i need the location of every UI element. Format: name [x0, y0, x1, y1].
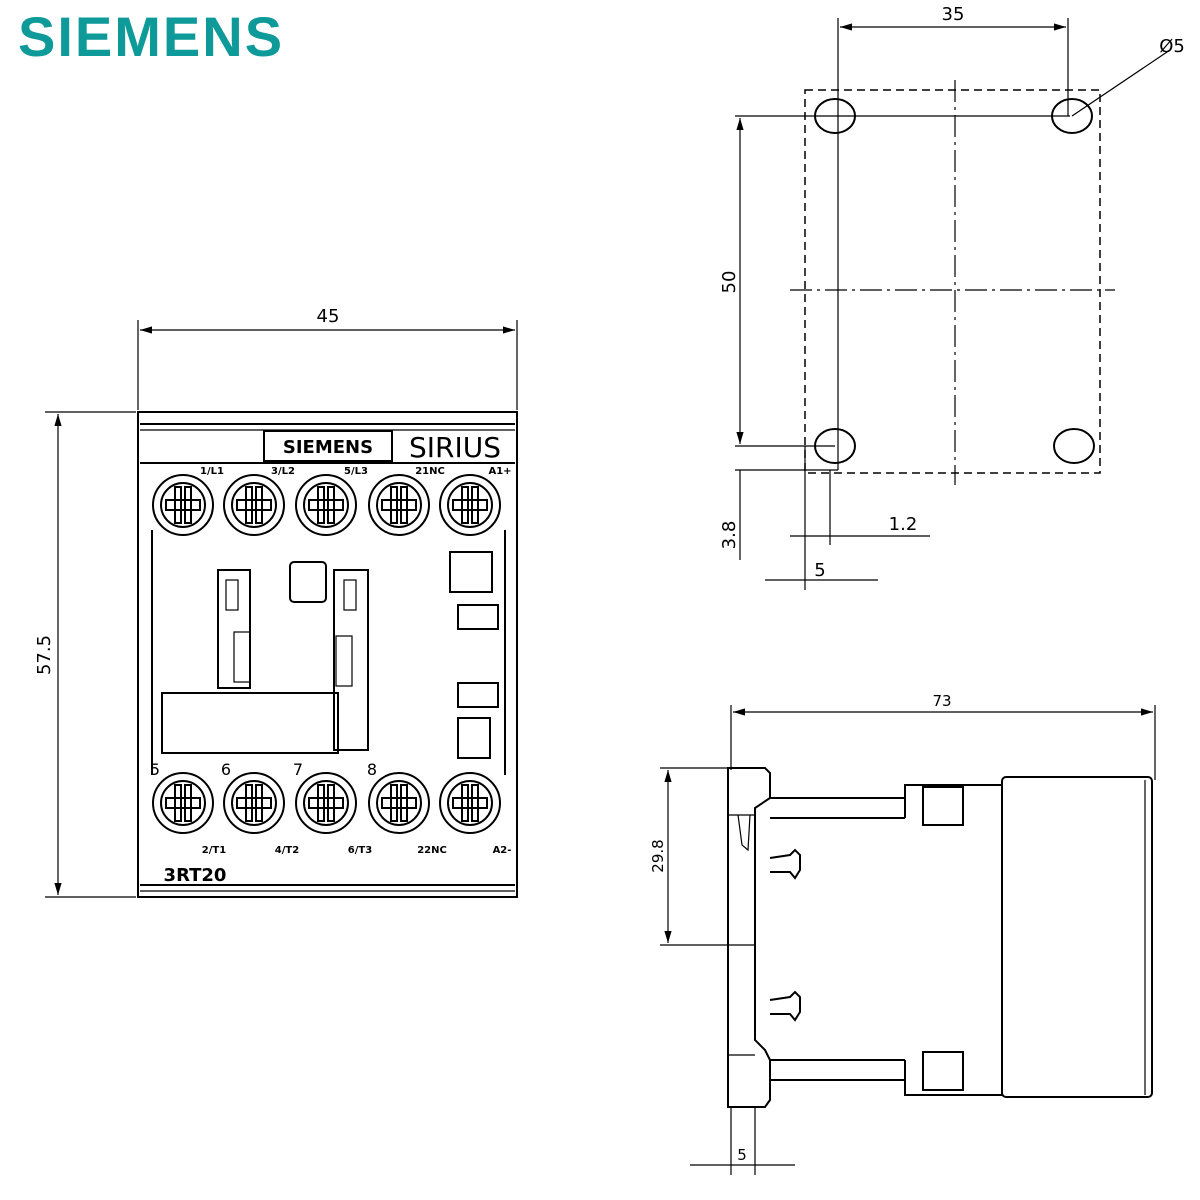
- hole-spacing-vertical: 50: [719, 271, 740, 294]
- side-view: 73 29.8 5: [649, 692, 1156, 1175]
- terminal-label: 5/L3: [344, 466, 368, 477]
- width-dimension: 45: [317, 306, 340, 327]
- terminal-label: A2-: [493, 845, 512, 856]
- product-line: SIRIUS: [409, 431, 501, 464]
- terminal-number: 7: [293, 760, 303, 779]
- terminal-label: A1+: [488, 466, 511, 477]
- siemens-logo: SIEMENS: [18, 5, 285, 68]
- terminal-number: 8: [367, 760, 377, 779]
- terminal-label: 22NC: [417, 845, 447, 856]
- rail-dimension: 29.8: [649, 839, 667, 872]
- terminal-label: 21NC: [415, 466, 445, 477]
- model-label: 3RT20: [164, 865, 227, 886]
- terminal-label: 1/L1: [200, 466, 224, 477]
- base-dimension: 5: [737, 1146, 747, 1164]
- terminal-label: 2/T1: [202, 845, 226, 856]
- height-dimension: 57.5: [34, 635, 55, 675]
- nameplate-brand: SIEMENS: [283, 437, 373, 458]
- mounting-view: 35 Ø5 50 3.8 1.2 5: [719, 4, 1185, 590]
- depth-dimension: 73: [932, 692, 951, 710]
- offset-vertical: 3.8: [719, 521, 740, 550]
- offset-small: 1.2: [889, 514, 918, 535]
- terminal-label: 3/L2: [271, 466, 295, 477]
- offset-horizontal: 5: [814, 560, 825, 581]
- hole-diameter: Ø5: [1159, 36, 1185, 57]
- terminal-number: 6: [221, 760, 231, 779]
- terminal-label: 6/T3: [348, 845, 372, 856]
- terminal-label: 4/T2: [275, 845, 299, 856]
- terminal-number: 5: [150, 760, 160, 779]
- hole-spacing-horizontal: 35: [942, 4, 965, 25]
- front-view: 45 57.5 SIEMENS SIRIUS 1/L1 3/L2 5/L3 21…: [34, 306, 518, 898]
